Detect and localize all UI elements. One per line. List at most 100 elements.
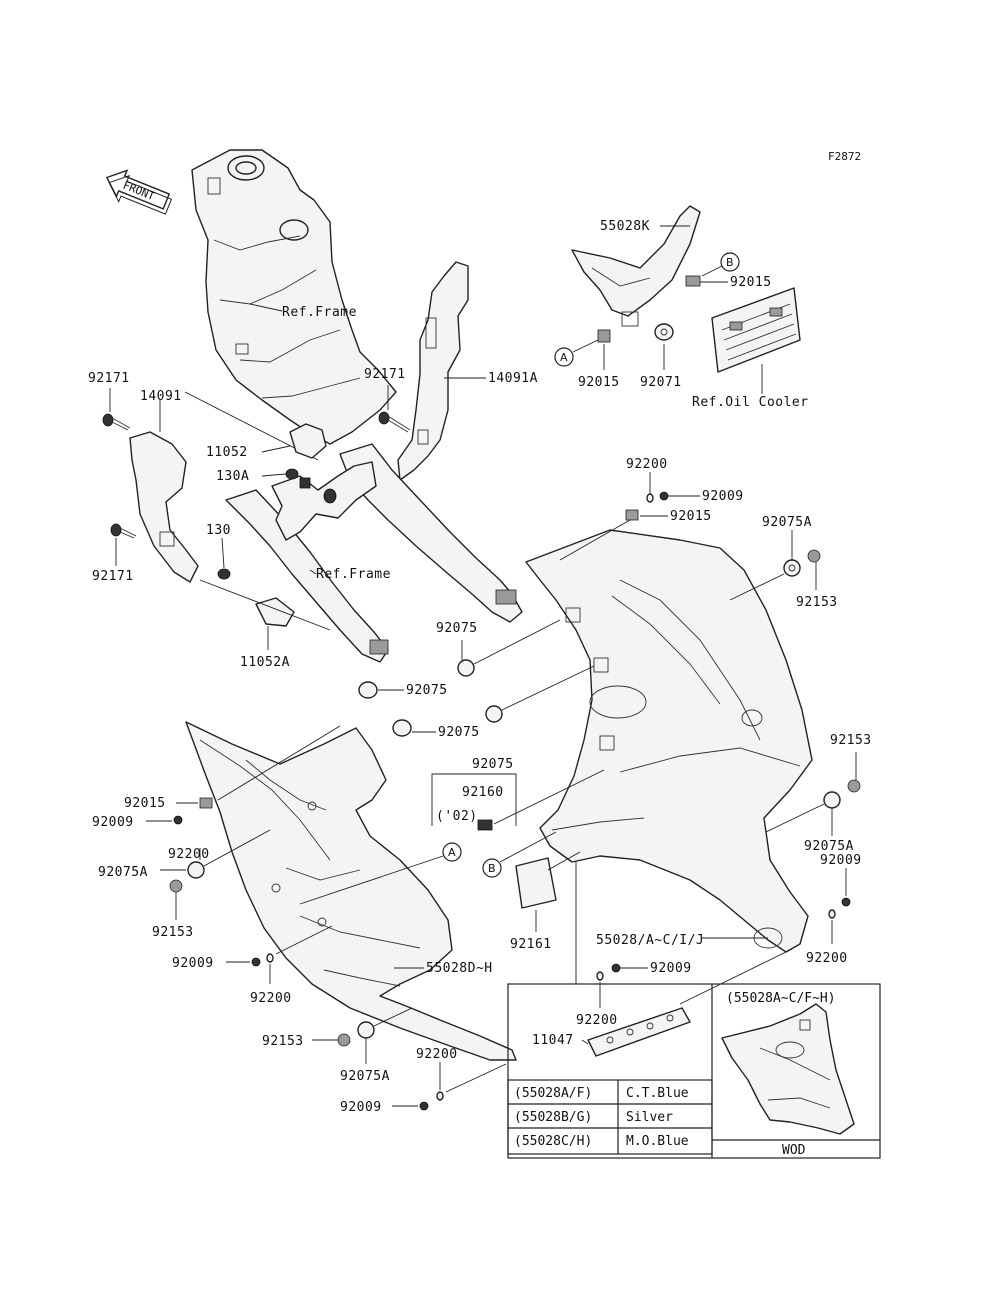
frame-lower: Ref.Frame <box>225 443 523 663</box>
nut-130: 130 <box>206 523 231 580</box>
table-row-2-color: Silver <box>626 1110 673 1125</box>
marker-B-lower: B <box>482 831 557 878</box>
label-92071: 92071 <box>640 375 682 390</box>
marker-B-lower-text: B <box>488 862 496 875</box>
label-130A: 130A <box>216 469 249 484</box>
bolt-92015-a: 92015 A <box>554 329 620 390</box>
label-55028D-H: 55028D~H <box>426 961 493 976</box>
label-02: ('02) <box>436 809 478 824</box>
label-55028-main: 55028/A~C/I/J <box>596 933 704 948</box>
marker-B-top <box>720 252 740 272</box>
marker-A-top-text: A <box>560 351 568 364</box>
pad-92161: 92161 <box>510 851 581 952</box>
grommet-92075-left-2: 92075 <box>392 719 480 740</box>
clamp-11052: 11052 <box>206 423 327 460</box>
marker-A-top <box>554 347 574 367</box>
fairing-55028-main: 55028/A~C/I/J <box>525 529 813 953</box>
fastener-cluster-lower-left: 92009 92200 <box>172 925 333 1006</box>
label-92075A-right-top: 92075A <box>762 515 812 530</box>
label-92171-center: 92171 <box>364 367 406 382</box>
bolt-92171-center: 92171 <box>364 367 411 433</box>
ref-oil-cooler-label: Ref.Oil Cooler <box>692 395 809 410</box>
label-92200-top: 92200 <box>626 457 668 472</box>
label-92075-box: 92075 <box>472 757 514 772</box>
cover-55028K: 55028K <box>571 205 701 327</box>
fastener-cluster-left: 92015 92009 92200 92075A 92153 <box>92 725 341 940</box>
label-92075-left-2: 92075 <box>438 725 480 740</box>
label-55028K: 55028K <box>600 219 650 234</box>
label-92009-top: 92009 <box>702 489 744 504</box>
fastener-cluster-right-mid: 92153 92075A 92009 92200 <box>765 733 872 966</box>
ref-frame-lower-label: Ref.Frame <box>316 567 391 582</box>
nut-130A: 130A <box>216 468 299 484</box>
fastener-cluster-bottom-2: 92200 92009 <box>340 1047 507 1115</box>
label-14091A: 14091A <box>488 371 538 386</box>
grommet-92071: 92071 <box>640 323 682 390</box>
bolt-92171-left-top: 92171 <box>88 371 131 431</box>
label-92200-right-mid: 92200 <box>806 951 848 966</box>
label-92009-left: 92009 <box>92 815 134 830</box>
label-92160: 92160 <box>462 785 504 800</box>
label-92200-left: 92200 <box>168 847 210 862</box>
fastener-cluster-lower-center: 92009 92200 <box>575 862 692 1028</box>
fastener-cluster-top: 92200 92009 92015 <box>559 457 744 561</box>
label-130: 130 <box>206 523 231 538</box>
marker-A-lower: A <box>299 842 462 905</box>
table-row-1-color: C.T.Blue <box>626 1086 689 1101</box>
bracket-14091A: 14091A <box>397 261 538 481</box>
table-row-2-code: (55028B/G) <box>514 1110 592 1125</box>
callout-92160: 92075 92160 ('02) <box>431 757 605 831</box>
clamp-11052A: 11052A <box>199 579 331 670</box>
label-92153-left: 92153 <box>152 925 194 940</box>
color-table: (55028A/F) C.T.Blue (55028B/G) Silver (5… <box>507 1079 713 1155</box>
fastener-cluster-bottom: 92153 92075A <box>262 1007 413 1084</box>
label-92153-bottom: 92153 <box>262 1034 304 1049</box>
bolt-92015-top-right: 92015 B <box>685 252 772 290</box>
ref-frame-upper-label: Ref.Frame <box>282 305 357 320</box>
label-11047: 11047 <box>532 1033 574 1048</box>
marker-A-lower-text: A <box>448 846 456 859</box>
oil-cooler: Ref.Oil Cooler <box>692 287 809 410</box>
label-92171-left-bottom: 92171 <box>92 569 134 584</box>
label-92009-bottom: 92009 <box>340 1100 382 1115</box>
label-92015-mid: 92015 <box>670 509 712 524</box>
label-92015-a: 92015 <box>578 375 620 390</box>
label-92009-right-mid: 92009 <box>820 853 862 868</box>
fairing-55028D-H: 55028D~H <box>185 721 517 1061</box>
bracket-11047: 11047 <box>532 949 791 1057</box>
label-92075A-right-mid: 92075A <box>804 839 854 854</box>
label-92075-left-1: 92075 <box>406 683 448 698</box>
grommet-92075-left-1: 92075 <box>358 681 448 699</box>
label-11052: 11052 <box>206 445 248 460</box>
label-92161: 92161 <box>510 937 552 952</box>
table-row-1-code: (55028A/F) <box>514 1086 592 1101</box>
label-92200-lower-center: 92200 <box>576 1013 618 1028</box>
bracket-14091: 14091 <box>129 389 319 583</box>
table-row-3-code: (55028C/H) <box>514 1134 592 1149</box>
label-92200-bottom: 92200 <box>416 1047 458 1062</box>
label-92153-right-top: 92153 <box>796 595 838 610</box>
label-11052A: 11052A <box>240 655 290 670</box>
bolt-92171-left-bottom: 92171 <box>92 523 137 584</box>
frame-upper: Ref.Frame <box>191 149 397 445</box>
label-92200-lower-left: 92200 <box>250 991 292 1006</box>
label-92171-left-top: 92171 <box>88 371 130 386</box>
label-92015-top-right: 92015 <box>730 275 772 290</box>
label-92009-lower-left: 92009 <box>172 956 214 971</box>
front-arrow-icon: FRONT <box>105 169 173 215</box>
inset-title: (55028A~C/F~H) <box>726 991 836 1006</box>
label-92075A-left: 92075A <box>98 865 148 880</box>
inset-caption: WOD <box>782 1143 806 1158</box>
label-92075A-bottom: 92075A <box>340 1069 390 1084</box>
label-14091: 14091 <box>140 389 182 404</box>
table-row-3-color: M.O.Blue <box>626 1134 689 1149</box>
marker-B-top-text: B <box>726 256 734 269</box>
grommet-92075-mid: 92075 <box>436 619 595 723</box>
label-92153-right-mid: 92153 <box>830 733 872 748</box>
figure-id: F2872 <box>828 150 861 163</box>
label-92015-left: 92015 <box>124 796 166 811</box>
label-92009-lower-center: 92009 <box>650 961 692 976</box>
fastener-cluster-right-top: 92075A 92153 <box>729 515 838 610</box>
inset-box: (55028A~C/F~H) WOD <box>507 983 881 1159</box>
